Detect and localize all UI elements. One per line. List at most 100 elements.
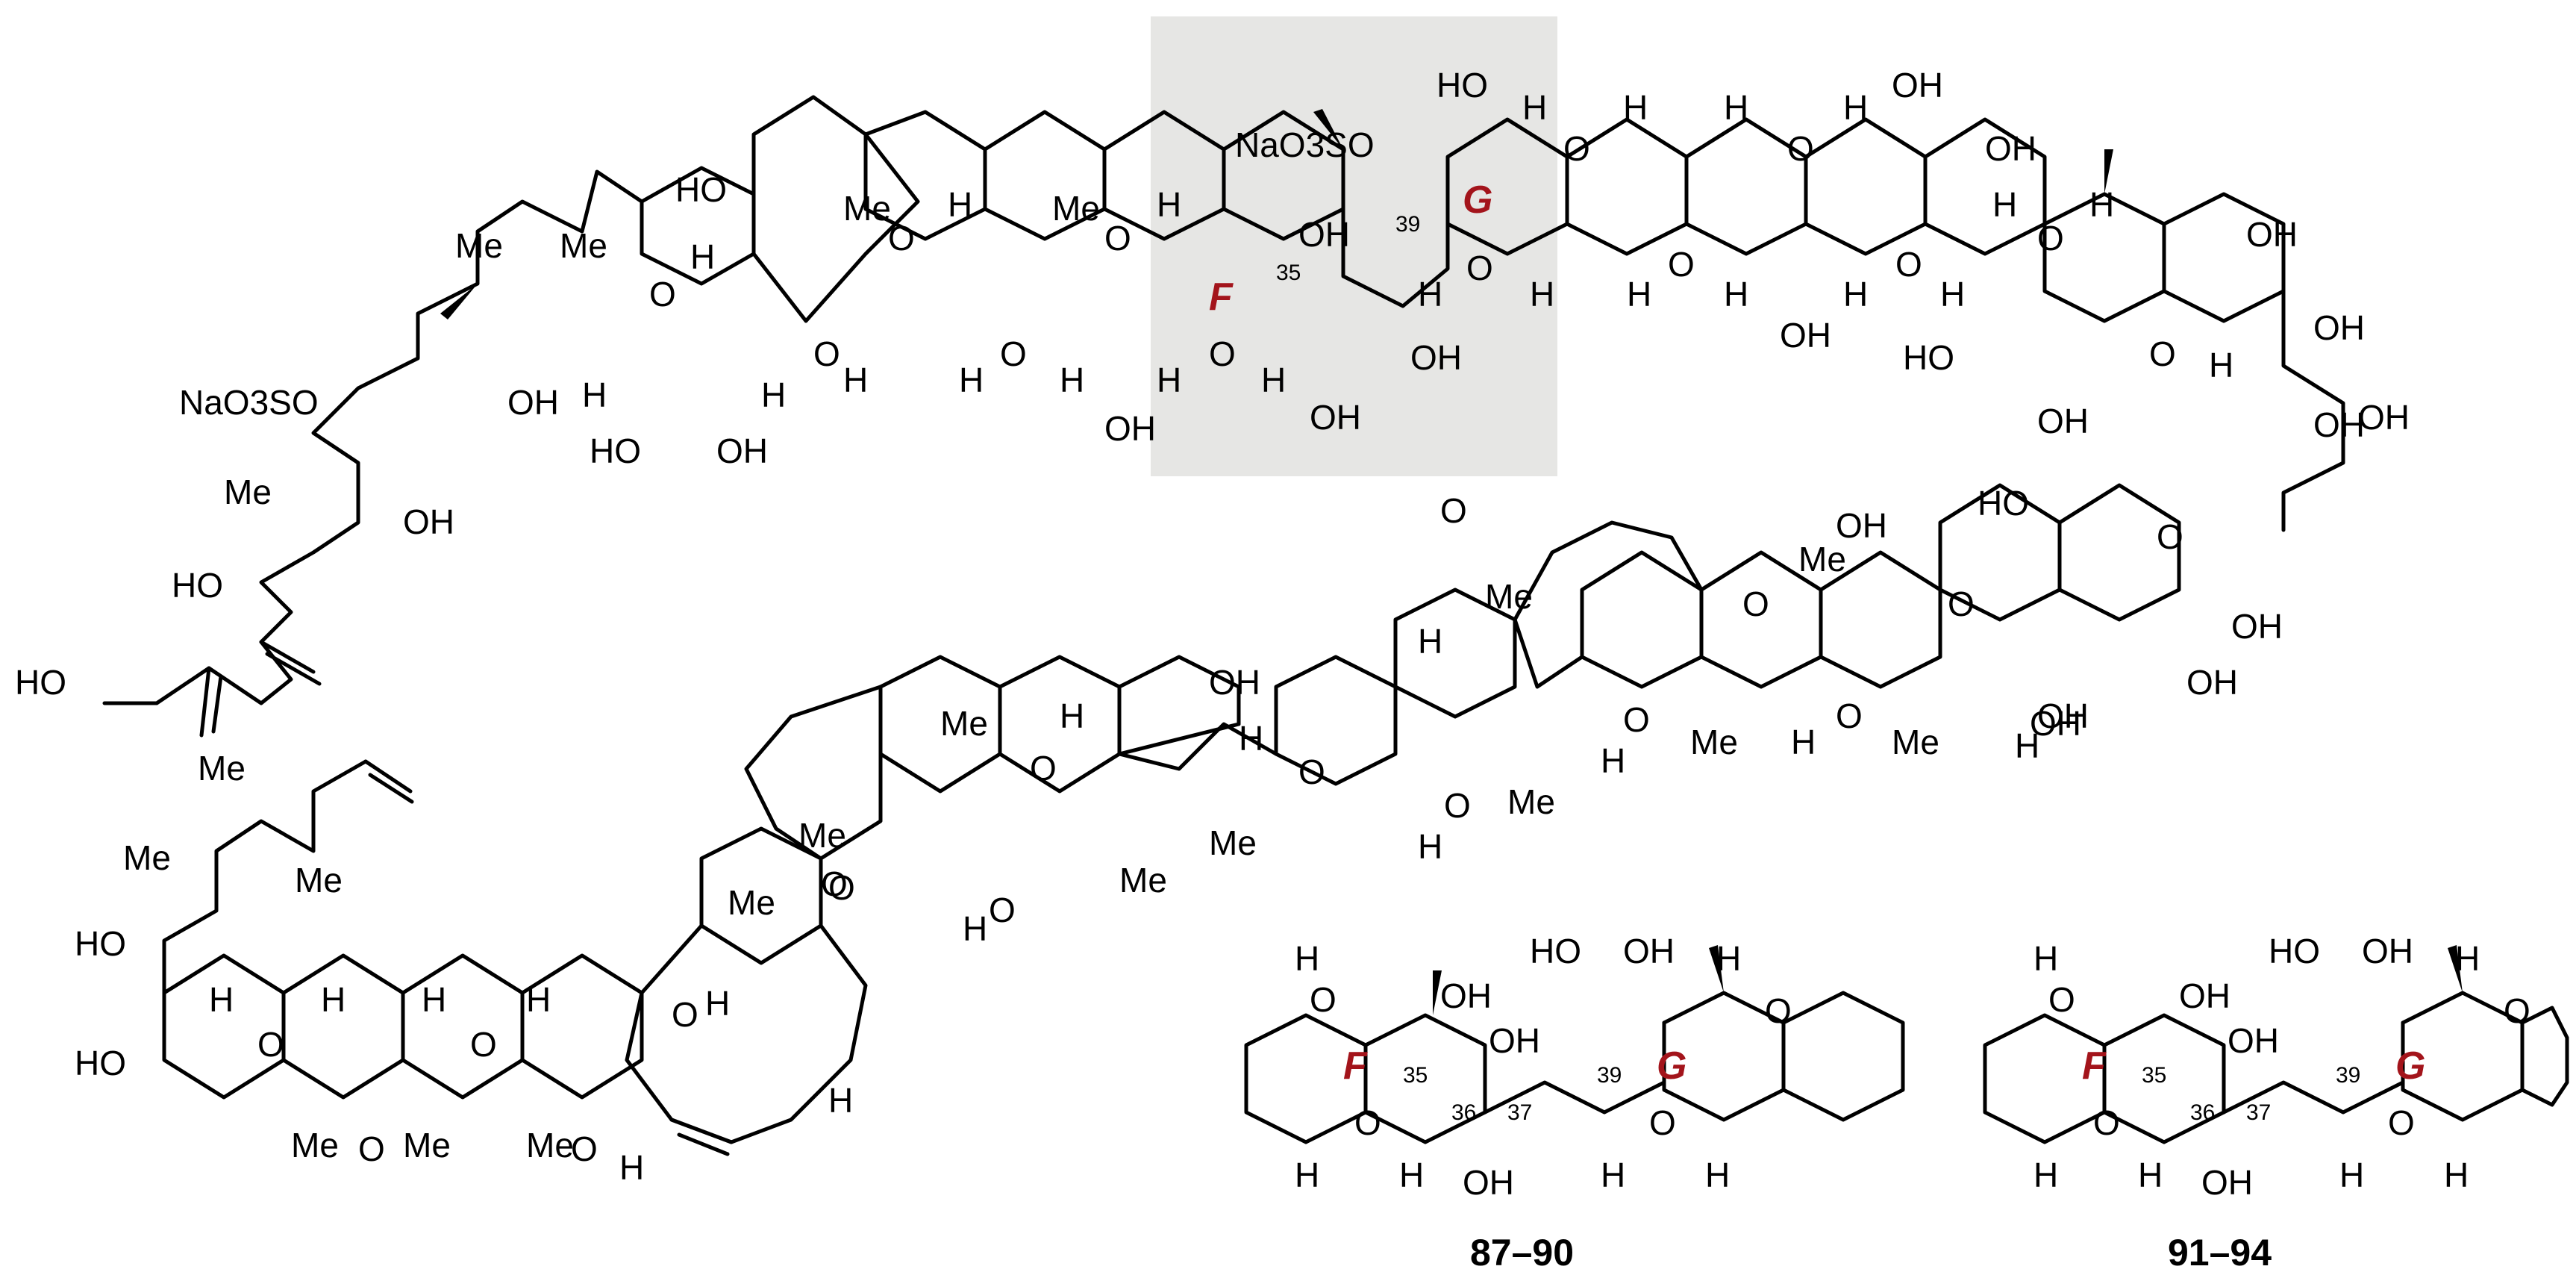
hydroxyl-label: OH [1440,976,1492,1015]
ring-oxygen-label: O [813,334,840,373]
ring-oxygen-label: O [2048,980,2075,1019]
hydrogen-label: H [690,237,715,276]
ring-oxygen-label: O [1649,1103,1676,1142]
hydroxyl-label: OH [1209,663,1260,702]
hydrogen-label: H [1418,275,1442,314]
ring-oxygen-label: O [989,891,1016,929]
locant-35: 35 [1403,1063,1428,1088]
ring-oxygen-label: O [1466,249,1493,287]
hydroxyl-label: OH [1410,338,1462,377]
me-label: Me [403,1126,451,1165]
hydrogen-label: H [1418,622,1442,661]
hydrogen-label: H [1522,88,1547,127]
ring-label-g: G [1657,1044,1686,1088]
hydroxyl-label: OH [716,431,768,470]
me-label: Me [123,838,171,877]
ring-label-f: F [2082,1044,2107,1088]
hydroxyl-label: OH [2362,932,2413,970]
ring-oxygen-label: O [1563,129,1590,168]
me-label: Me [798,816,846,855]
me-label: Me [1892,723,1939,761]
ring-oxygen-label: O [470,1025,497,1064]
hydroxyl-label: HO [15,663,66,702]
hydroxyl-label: OH [1836,506,1887,545]
hydrogen-label: H [1157,185,1181,224]
hydrogen-label: H [1530,275,1554,314]
hydrogen-label: H [1623,88,1648,127]
hydroxyl-label: OH [2201,1163,2253,1202]
me-label: Me [291,1126,339,1165]
hydrogen-label: H [2209,346,2233,384]
hydroxyl-label: OH [2246,215,2298,254]
locant-39: 39 [1597,1063,1622,1088]
hydrogen-label: H [2033,1156,2058,1194]
hydroxyl-label: OH [1623,932,1675,970]
ring-label-g: G [2395,1044,2425,1088]
hydrogen-label: H [1627,275,1651,314]
hydrogen-label: H [1843,88,1868,127]
ring-oxygen-label: O [1444,786,1471,825]
hydrogen-label: H [2444,1156,2469,1194]
naO3SO-left-label: NaO3SO [179,383,319,422]
ring-oxygen-label: O [1787,129,1814,168]
naO3SO-top-label: NaO3SO [1235,125,1375,164]
hydrogen-label: H [1724,275,1748,314]
hydrogen-label: H [321,980,346,1019]
hydrogen-label: H [1601,741,1625,780]
hydroxyl-label: OH [2313,308,2365,347]
me-label: Me [295,861,343,900]
hydrogen-label: H [959,361,984,399]
ring-oxygen-label: O [1623,700,1650,739]
ring-oxygen-label: O [1742,585,1769,623]
ring-oxygen-label: O [2093,1103,2120,1142]
ring-oxygen-label: O [649,275,676,314]
hydroxyl-label: OH [2228,1021,2279,1060]
hydroxyl-label: OH [1892,66,1943,105]
hydrogen-label: H [948,185,972,224]
hydroxyl-label: HO [1903,338,1954,377]
ring-oxygen-label: O [828,868,855,907]
locant-39: 39 [2336,1063,2360,1088]
inset-91-94-bonds [1983,991,2569,1144]
hydrogen-label: H [1239,719,1263,758]
hydrogen-label: H [619,1148,644,1187]
ring-oxygen-label: O [1209,334,1236,373]
ring-oxygen-label: O [2149,334,2176,373]
hydroxyl-label: HO [1530,932,1581,970]
me-label: Me [728,883,775,922]
ring-oxygen-label: O [257,1025,284,1064]
middle-backbone-bonds [744,483,2181,861]
hydrogen-label: H [761,375,786,414]
ring-oxygen-label: O [1030,749,1057,788]
hydroxyl-label: OH [403,502,454,541]
ring-oxygen-label: O [1000,334,1027,373]
hydroxyl-label: OH [1104,409,1156,448]
hydroxyl-label: OH [2037,402,2089,440]
hydrogen-label: H [2455,939,2480,978]
hydrogen-label: H [705,984,730,1023]
hydrogen-label: H [2015,726,2039,765]
hydrogen-label: H [1418,827,1442,866]
me-label: Me [843,189,891,228]
ring-oxygen-label: O [2157,517,2183,556]
hydroxyl-label: OH [1489,1021,1540,1060]
locant-35: 35 [1276,261,1301,285]
hydroxyl-label: OH [2313,405,2365,444]
me-label: Me [224,473,272,511]
me-label: Me [1798,540,1846,579]
hydroxyl-label: HO [590,431,641,470]
ring-oxygen-label: O [1895,245,1922,284]
me-label: Me [1209,823,1257,862]
me-label: Me [1690,723,1738,761]
hydrogen-label: H [2089,185,2114,224]
me-label: Me [1507,782,1555,821]
locant-36: 36 [1451,1100,1476,1125]
ring-oxygen-label: O [1948,585,1975,623]
hydrogen-label: H [828,1081,853,1120]
hydrogen-label: H [1399,1156,1424,1194]
hydroxyl-label: HO [75,1044,126,1082]
hydrogen-label: H [582,375,607,414]
ring-oxygen-label: O [571,1129,598,1168]
hydrogen-label: H [1940,275,1965,314]
hydroxyl-label: OH [1463,1163,1514,1202]
